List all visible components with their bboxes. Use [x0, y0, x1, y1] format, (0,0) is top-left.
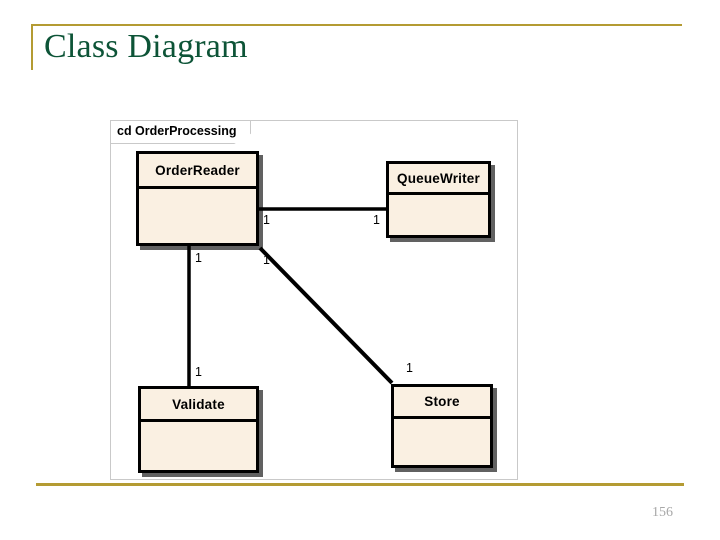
class-name-compartment: QueueWriter — [389, 164, 488, 195]
multiplicity-orderreader-validate-target: 1 — [195, 365, 202, 379]
class-attribute-compartment — [139, 189, 256, 243]
page-title: Class Diagram — [44, 28, 248, 65]
class-box-orderreader[interactable]: OrderReader — [136, 151, 259, 246]
class-attribute-compartment — [394, 419, 490, 465]
class-attribute-compartment — [389, 195, 488, 235]
class-box-validate[interactable]: Validate — [138, 386, 259, 473]
multiplicity-orderreader-store-target: 1 — [406, 361, 413, 375]
multiplicity-orderreader-queuewriter-target: 1 — [373, 213, 380, 227]
multiplicity-orderreader-validate-source: 1 — [195, 251, 202, 265]
class-name-label: QueueWriter — [397, 170, 480, 186]
class-box-store[interactable]: Store — [391, 384, 493, 468]
title-left-accent-bar — [31, 24, 33, 70]
slide-title-area: Class Diagram — [0, 0, 720, 100]
multiplicity-orderreader-queuewriter-source: 1 — [263, 213, 270, 227]
title-top-rule — [31, 24, 682, 26]
class-name-compartment: Validate — [141, 389, 256, 422]
class-name-compartment: Store — [394, 387, 490, 419]
class-name-label: Validate — [172, 396, 225, 412]
frame-label-tab — [111, 121, 251, 144]
multiplicity-orderreader-store-source: 1 — [263, 253, 270, 267]
uml-diagram-frame: cd OrderProcessing OrderReader QueueWrit… — [110, 120, 518, 480]
class-box-queuewriter[interactable]: QueueWriter — [386, 161, 491, 238]
class-name-label: OrderReader — [155, 162, 240, 178]
class-name-compartment: OrderReader — [139, 154, 256, 189]
association-orderreader-store — [258, 246, 394, 385]
class-name-label: Store — [424, 394, 460, 409]
class-attribute-compartment — [141, 422, 256, 470]
frame-label: cd OrderProcessing — [117, 124, 237, 138]
footer-rule — [36, 483, 684, 486]
page-number: 156 — [652, 505, 673, 520]
